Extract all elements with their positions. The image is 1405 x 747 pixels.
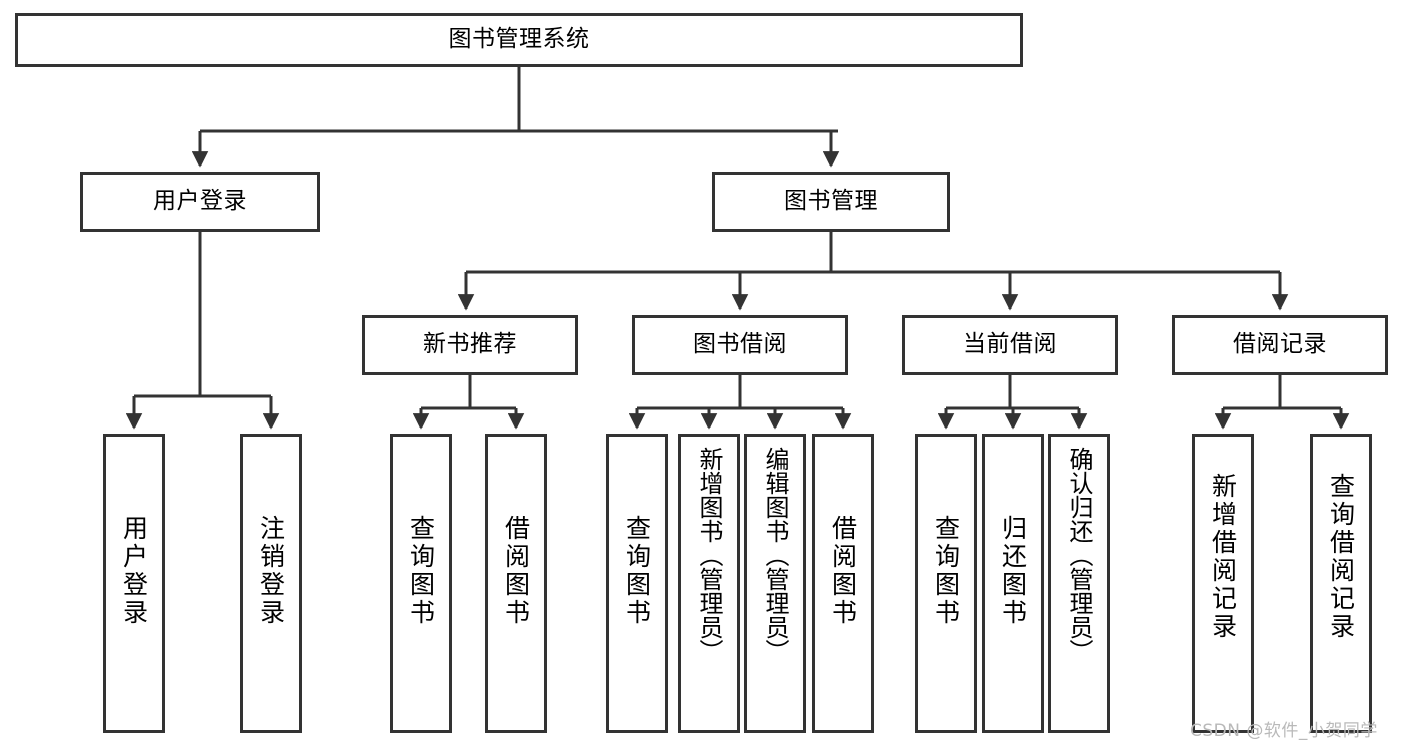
node-current-borrow-label: 当前借阅: [963, 331, 1057, 358]
node-leaf-query-record[interactable]: 查询借阅记录: [1310, 434, 1372, 733]
node-leaf-user-login-label: 用户登录: [119, 515, 149, 627]
node-root[interactable]: 图书管理系统: [15, 13, 1023, 67]
node-leaf-borrow-book-1[interactable]: 借阅图书: [485, 434, 547, 733]
node-leaf-query-book-3-label: 查询图书: [931, 515, 961, 627]
node-new-book-rec[interactable]: 新书推荐: [362, 315, 578, 375]
node-leaf-return-book[interactable]: 归还图书: [982, 434, 1044, 733]
node-leaf-query-book-2[interactable]: 查询图书: [606, 434, 668, 733]
node-user-login-label: 用户登录: [153, 188, 247, 215]
node-leaf-borrow-book-2-label: 借阅图书: [828, 515, 858, 627]
node-book-borrow-label: 图书借阅: [693, 331, 787, 358]
node-leaf-query-record-label: 查询借阅记录: [1326, 473, 1356, 641]
node-book-manage-label: 图书管理: [784, 188, 878, 215]
node-leaf-borrow-book-1-label: 借阅图书: [501, 515, 531, 627]
node-leaf-query-book-2-label: 查询图书: [622, 515, 652, 627]
node-leaf-add-record[interactable]: 新增借阅记录: [1192, 434, 1254, 733]
node-new-book-rec-label: 新书推荐: [423, 331, 517, 358]
node-leaf-add-book[interactable]: 新增图书（管理员）: [678, 434, 740, 733]
node-leaf-edit-book[interactable]: 编辑图书（管理员）: [744, 434, 806, 733]
node-leaf-confirm-return-label: 确认归还（管理员）: [1065, 447, 1093, 663]
node-leaf-query-book-1-label: 查询图书: [406, 515, 436, 627]
node-leaf-logout[interactable]: 注销登录: [240, 434, 302, 733]
node-leaf-query-book-3[interactable]: 查询图书: [915, 434, 977, 733]
node-leaf-add-record-label: 新增借阅记录: [1208, 473, 1238, 641]
node-user-login[interactable]: 用户登录: [80, 172, 320, 232]
node-leaf-edit-book-label: 编辑图书（管理员）: [761, 447, 789, 663]
node-borrow-record-label: 借阅记录: [1233, 331, 1327, 358]
node-leaf-logout-label: 注销登录: [256, 515, 286, 627]
node-leaf-borrow-book-2[interactable]: 借阅图书: [812, 434, 874, 733]
node-book-borrow[interactable]: 图书借阅: [632, 315, 848, 375]
node-leaf-add-book-label: 新增图书（管理员）: [695, 447, 723, 663]
node-current-borrow[interactable]: 当前借阅: [902, 315, 1118, 375]
node-leaf-return-book-label: 归还图书: [998, 515, 1028, 627]
node-borrow-record[interactable]: 借阅记录: [1172, 315, 1388, 375]
node-leaf-user-login[interactable]: 用户登录: [103, 434, 165, 733]
node-root-label: 图书管理系统: [448, 26, 590, 53]
node-leaf-confirm-return[interactable]: 确认归还（管理员）: [1048, 434, 1110, 733]
node-leaf-query-book-1[interactable]: 查询图书: [390, 434, 452, 733]
csdn-watermark: CSDN @软件_小贺同学: [1190, 721, 1378, 741]
node-book-manage[interactable]: 图书管理: [712, 172, 950, 232]
